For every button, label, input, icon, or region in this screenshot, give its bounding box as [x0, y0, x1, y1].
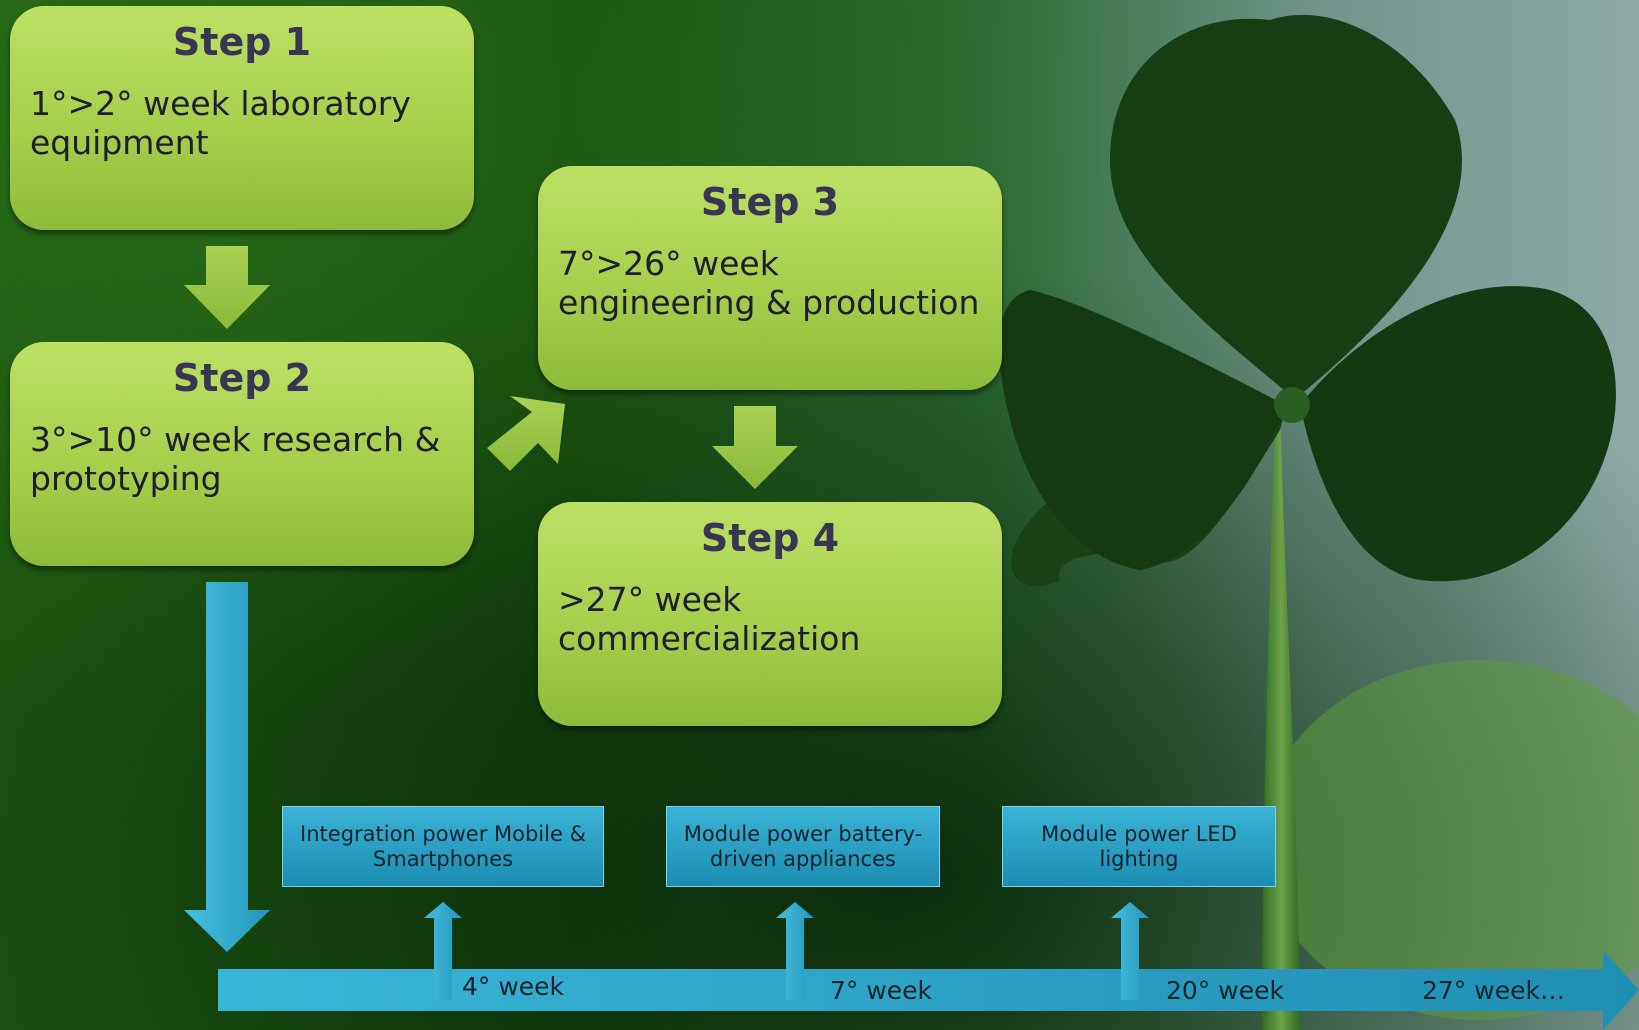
step-description: 7°>26° week engineering & production [558, 244, 980, 322]
timeline-week-label: 4° week [462, 972, 565, 1001]
up-arrow-icon [424, 902, 462, 1000]
step-title: Step 2 [172, 356, 312, 400]
up-arrow-icon [776, 902, 814, 1000]
down-arrow-icon [712, 406, 798, 489]
step-2-box: Step 2 3°>10° week research & prototypin… [10, 342, 474, 566]
down-arrow-icon [184, 582, 270, 952]
step-description: 3°>10° week research & prototyping [30, 420, 441, 498]
down-arrow-icon [184, 246, 270, 329]
step-description: 1°>2° week laboratory equipment [30, 84, 411, 162]
module-box: Module power LED lighting [1002, 806, 1276, 887]
step-title: Step 3 [700, 180, 840, 224]
step-title: Step 1 [172, 20, 312, 64]
module-box: Module power battery-driven appliances [666, 806, 940, 887]
diagonal-arrow-icon [487, 396, 565, 471]
step-description: >27° week commercialization [558, 580, 861, 658]
step-1-box: Step 1 1°>2° week laboratory equipment [10, 6, 474, 230]
step-4-box: Step 4 >27° week commercialization [538, 502, 1002, 726]
timeline-week-label: 27° week… [1422, 976, 1565, 1005]
step-title: Step 4 [700, 516, 840, 560]
module-box: Integration power Mobile & Smartphones [282, 806, 604, 887]
timeline-week-label: 7° week [830, 976, 933, 1005]
up-arrow-icon [1111, 902, 1149, 1000]
step-3-box: Step 3 7°>26° week engineering & product… [538, 166, 1002, 390]
timeline-week-label: 20° week [1166, 976, 1284, 1005]
timeline-arrow-icon [218, 950, 1639, 1030]
